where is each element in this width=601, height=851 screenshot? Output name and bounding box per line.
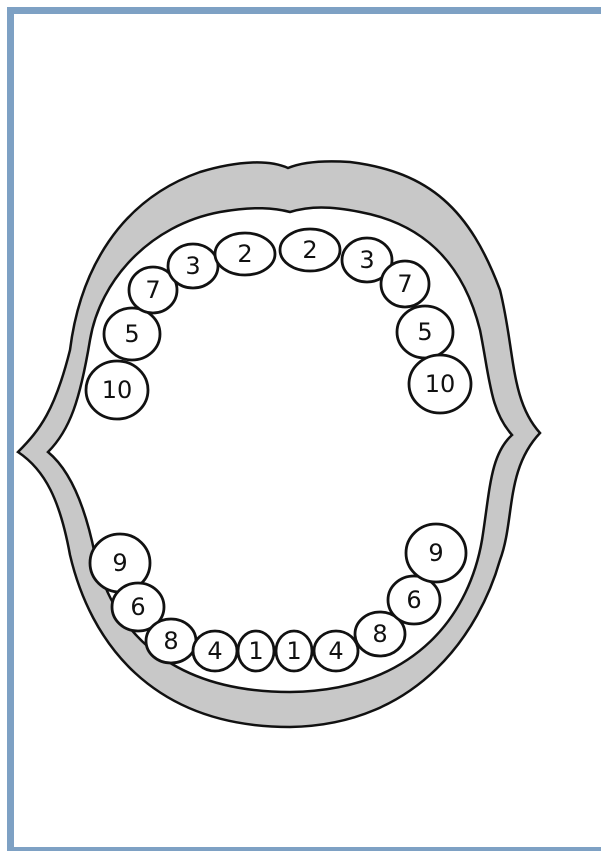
tooth-lower-left-4: 4	[193, 631, 237, 671]
tooth-upper-left-3: 3	[168, 244, 218, 288]
tooth-number: 1	[248, 637, 263, 665]
tooth-number: 6	[406, 586, 421, 614]
tooth-number: 1	[286, 637, 301, 665]
tooth-number: 5	[124, 320, 139, 348]
tooth-number: 7	[145, 276, 160, 304]
tooth-upper-right-10: 10	[409, 355, 471, 413]
tooth-number: 9	[428, 539, 443, 567]
tooth-number: 8	[372, 620, 387, 648]
tooth-number: 10	[425, 370, 456, 398]
tooth-upper-left-2: 2	[215, 233, 275, 275]
tooth-upper-left-5: 5	[104, 308, 160, 360]
tooth-lower-left-1: 1	[238, 631, 274, 671]
tooth-upper-left-10: 10	[86, 361, 148, 419]
tooth-number: 4	[328, 637, 343, 665]
tooth-number: 3	[359, 246, 374, 274]
tooth-lower-right-9: 9	[406, 524, 466, 582]
tooth-upper-right-2: 2	[280, 229, 340, 271]
tooth-lower-left-8: 8	[146, 619, 196, 663]
tooth-number: 3	[185, 252, 200, 280]
tooth-number: 7	[397, 270, 412, 298]
tooth-number: 5	[417, 318, 432, 346]
tooth-upper-right-7: 7	[381, 261, 429, 307]
tooth-number: 10	[102, 376, 133, 404]
tooth-number: 2	[302, 236, 317, 264]
tooth-number: 9	[112, 549, 127, 577]
tooth-upper-right-5: 5	[397, 306, 453, 358]
tooth-number: 6	[130, 593, 145, 621]
tooth-number: 4	[207, 637, 222, 665]
tooth-number: 8	[163, 627, 178, 655]
tooth-lower-right-1: 1	[276, 631, 312, 671]
tooth-number: 2	[237, 240, 252, 268]
tooth-lower-right-4: 4	[314, 631, 358, 671]
